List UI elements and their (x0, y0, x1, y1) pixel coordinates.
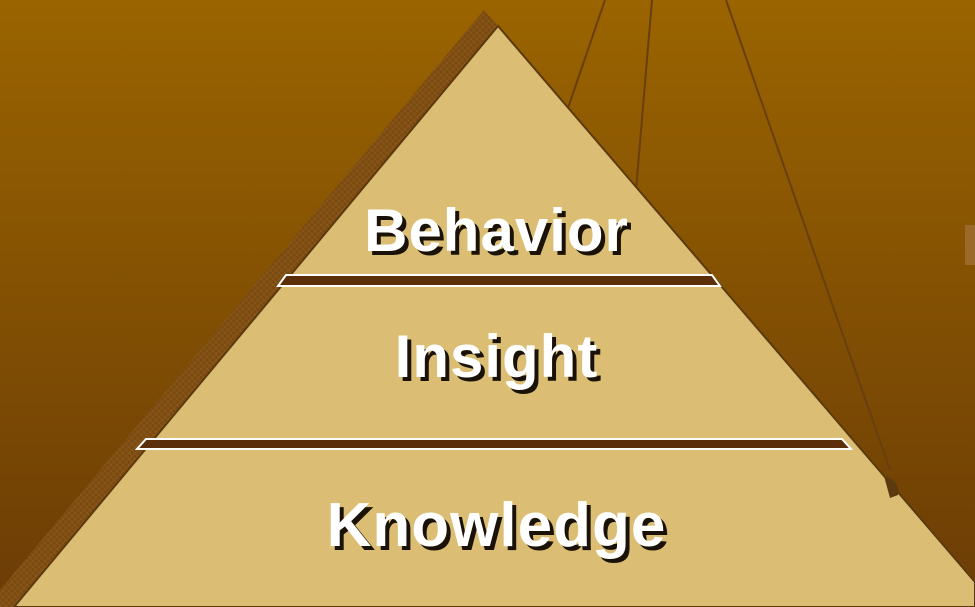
tier-label-knowledge: Knowledge (326, 491, 667, 560)
divider-lower (134, 438, 854, 450)
rope-knob (884, 476, 899, 498)
tier-label-insight: Insight (394, 323, 599, 390)
edge-tab (965, 225, 975, 265)
pyramid-shadow (0, 10, 498, 607)
divider-upper (276, 274, 722, 287)
tier-label-behavior: Behavior (364, 197, 629, 264)
pyramid-face (12, 24, 975, 607)
background-lines (567, 0, 891, 471)
